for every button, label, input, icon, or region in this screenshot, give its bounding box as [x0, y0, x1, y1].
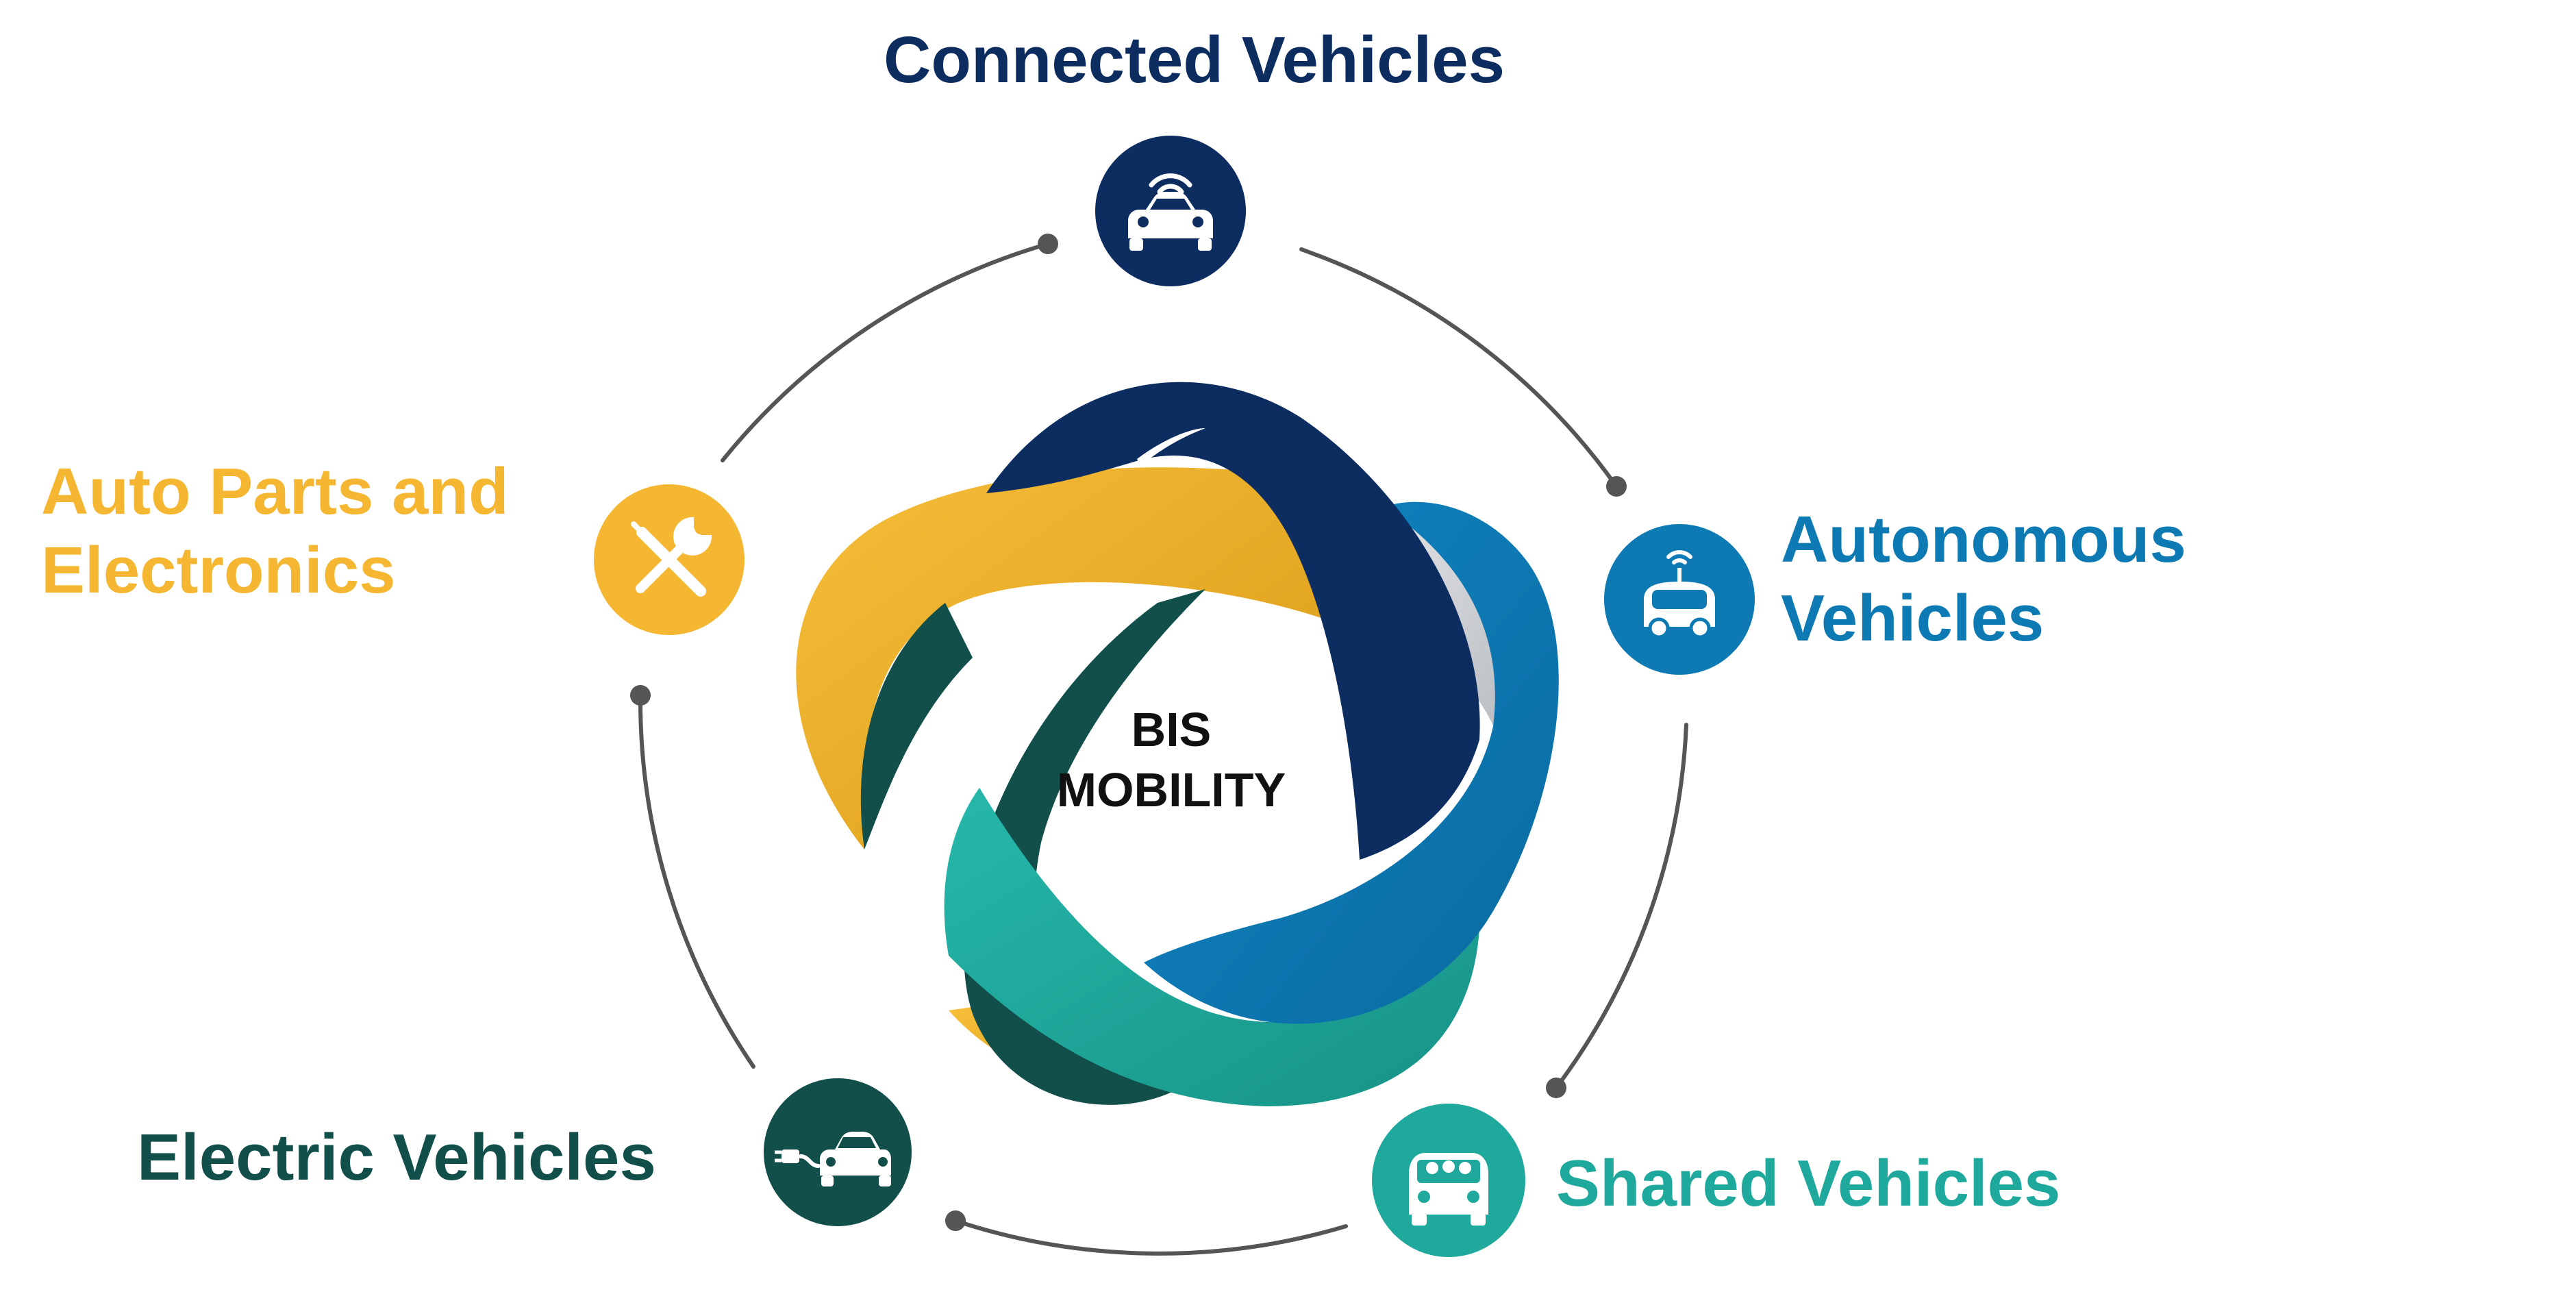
ring-arc-top-right — [1299, 247, 1618, 488]
ribbon-blue — [1144, 501, 1559, 1024]
ribbon-yellow — [796, 467, 1327, 849]
shared-vehicle-icon — [1372, 1104, 1525, 1257]
label-line: Electronics — [41, 534, 396, 608]
label-line: Autonomous — [1781, 503, 2186, 576]
label-line: Shared Vehicles — [1556, 1147, 2061, 1220]
label-auto-parts-electronics: Auto Parts and Electronics — [41, 452, 509, 610]
label-connected-vehicles: Connected Vehicles — [884, 21, 1505, 99]
ribbon-darkgreen-upper — [860, 603, 973, 849]
ring-arc-bottom — [953, 1219, 1348, 1256]
label-shared-vehicles: Shared Vehicles — [1556, 1144, 2060, 1223]
center-title: BIS MOBILITY — [986, 700, 1356, 820]
ribbon-navy — [986, 382, 1480, 860]
label-line: Electric Vehicles — [137, 1121, 656, 1194]
outer-ring — [638, 242, 1688, 1256]
connected-car-icon — [1095, 136, 1246, 286]
ring-dot — [1546, 1078, 1566, 1098]
ring-dot — [1606, 476, 1627, 497]
tools-icon — [594, 484, 745, 635]
center-title-line2: MOBILITY — [1056, 762, 1286, 817]
ring-arc-right — [1554, 723, 1688, 1090]
ring-arc-left — [638, 693, 755, 1069]
electric-car-icon — [764, 1078, 912, 1226]
label-line: Auto Parts and — [41, 455, 509, 528]
label-electric-vehicles: Electric Vehicles — [137, 1118, 656, 1197]
ring-dot — [945, 1210, 966, 1231]
label-line: Vehicles — [1781, 582, 2044, 656]
ring-dot — [630, 685, 651, 706]
ribbon-teal — [944, 788, 1481, 1106]
center-title-line1: BIS — [1131, 703, 1212, 756]
label-autonomous-vehicles: Autonomous Vehicles — [1781, 500, 2186, 658]
center-knot — [796, 382, 1559, 1106]
ring-dots — [630, 234, 1627, 1231]
ring-dot — [1038, 234, 1058, 254]
label-line: Connected Vehicles — [884, 23, 1505, 97]
ring-arc-top-left — [721, 242, 1050, 462]
ribbon-navy-inner — [1137, 428, 1205, 466]
autonomous-vehicle-icon — [1604, 524, 1755, 675]
